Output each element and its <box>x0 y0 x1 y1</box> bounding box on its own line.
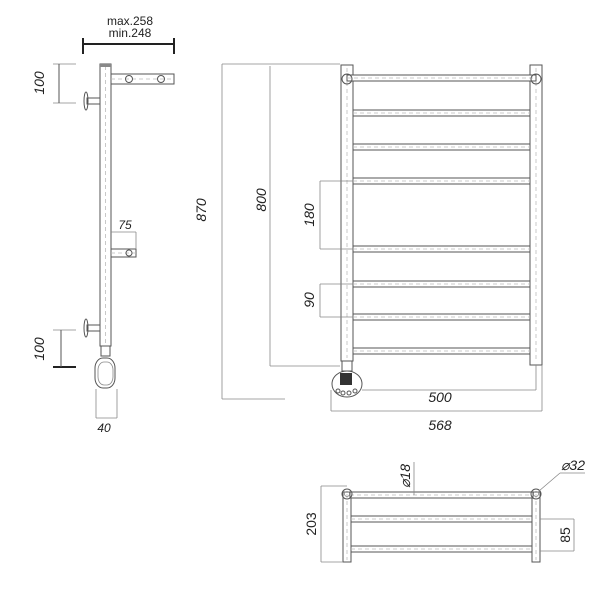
mid-bracket-label: 75 <box>118 218 132 232</box>
depth-min-label: min.248 <box>109 26 152 40</box>
heater-width: 40 <box>97 421 111 435</box>
front-view: 870 800 180 <box>193 63 543 433</box>
axis-width: 500 <box>428 389 452 405</box>
top-view: ⌀18 ⌀32 203 85 <box>303 457 585 563</box>
depth-max-label: max.258 <box>107 14 153 28</box>
side-view: max.258 min.248 100 75 100 <box>31 14 175 435</box>
lower-spacing: 90 <box>301 292 317 308</box>
upper-spacing: 180 <box>301 203 317 227</box>
total-width: 568 <box>428 417 452 433</box>
crossbar-diameter: ⌀18 <box>397 464 413 488</box>
upright-diameter: ⌀32 <box>561 457 585 473</box>
top-view-depth: 203 <box>303 512 319 536</box>
bar-spacing: 85 <box>557 527 573 543</box>
bottom-bracket-offset: 100 <box>31 337 47 361</box>
crossbars <box>352 109 531 355</box>
top-bracket-offset: 100 <box>31 71 47 95</box>
pipe-height: 800 <box>253 188 269 212</box>
total-height: 870 <box>193 198 209 222</box>
